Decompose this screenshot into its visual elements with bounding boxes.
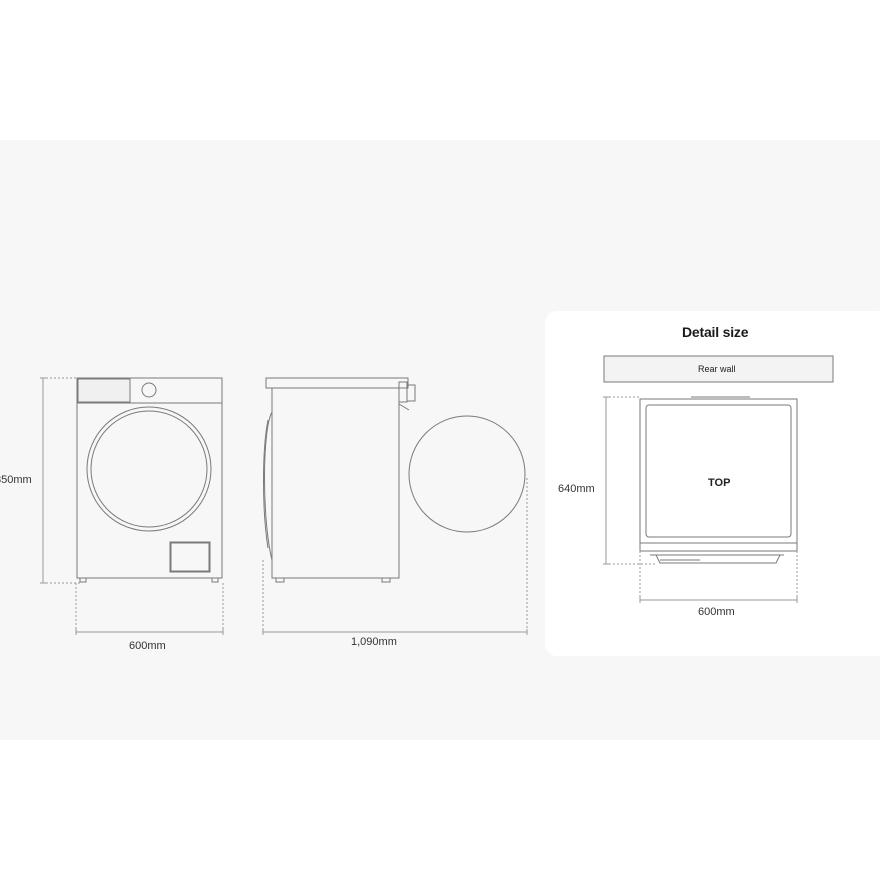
side-view-washer [263,377,526,583]
front-width-label: 600mm [129,640,166,652]
detail-depth-label: 640mm [558,483,595,495]
top-view-washer [639,396,798,564]
detail-width-dimension [639,551,798,603]
rear-wall-label: Rear wall [698,364,736,374]
rear-wall-box [603,355,834,383]
detail-depth-dimension [603,396,656,565]
front-height-dimension [40,377,80,584]
top-label: TOP [708,477,731,489]
detail-title: Detail size [682,324,749,340]
front-view-washer [76,377,223,583]
front-height-label: 850mm [0,474,32,486]
side-depth-dimension [262,478,528,635]
detail-width-label: 600mm [698,606,735,618]
front-width-dimension [75,583,224,635]
side-depth-label: 1,090mm [351,636,397,648]
